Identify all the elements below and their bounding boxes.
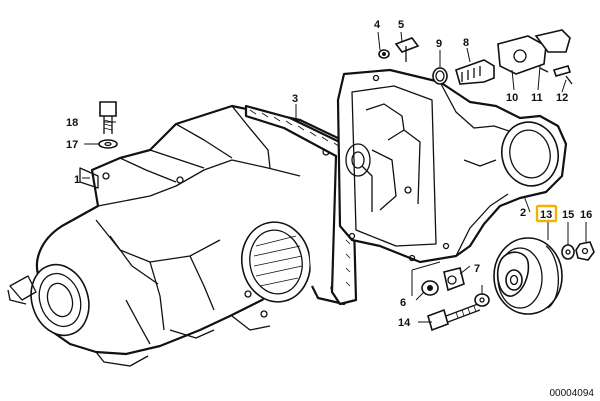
- callout-11: 11: [531, 92, 543, 104]
- lower-fasteners: [421, 267, 490, 332]
- callout-7: 7: [474, 263, 480, 275]
- callout-1: 1: [74, 174, 80, 186]
- document-number: 00004094: [550, 388, 595, 399]
- callout-6: 6: [400, 297, 406, 309]
- callout-12: 12: [556, 92, 568, 104]
- rear-cover: [336, 68, 568, 264]
- washer-15: [561, 244, 575, 260]
- highlight-frame: [535, 204, 558, 223]
- callout-15: 15: [562, 209, 574, 221]
- callout-labels: 1 2 3 4 5 6 7 8 9 10 11 12 13 14 15 16 1…: [66, 19, 592, 329]
- nut-16: [575, 241, 595, 261]
- callout-3: 3: [292, 93, 298, 105]
- callout-8: 8: [463, 37, 469, 49]
- callout-10: 10: [506, 92, 518, 104]
- leader-lines: [82, 31, 587, 323]
- mount-bolt-18: [98, 101, 118, 149]
- callout-13-highlighted: 13: [540, 209, 552, 221]
- callout-2: 2: [520, 207, 526, 219]
- callout-9: 9: [436, 38, 442, 50]
- callout-18: 18: [66, 117, 78, 129]
- callout-16: 16: [580, 209, 592, 221]
- callout-17: 17: [66, 139, 78, 151]
- callout-14: 14: [398, 317, 411, 329]
- rubber-bushing-13: [493, 237, 563, 315]
- sensor-assembly: [432, 29, 573, 85]
- cover-bolt-and-washer: [378, 37, 420, 62]
- differential-housing: [7, 104, 352, 367]
- callout-4: 4: [374, 19, 381, 31]
- callout-5: 5: [398, 19, 404, 31]
